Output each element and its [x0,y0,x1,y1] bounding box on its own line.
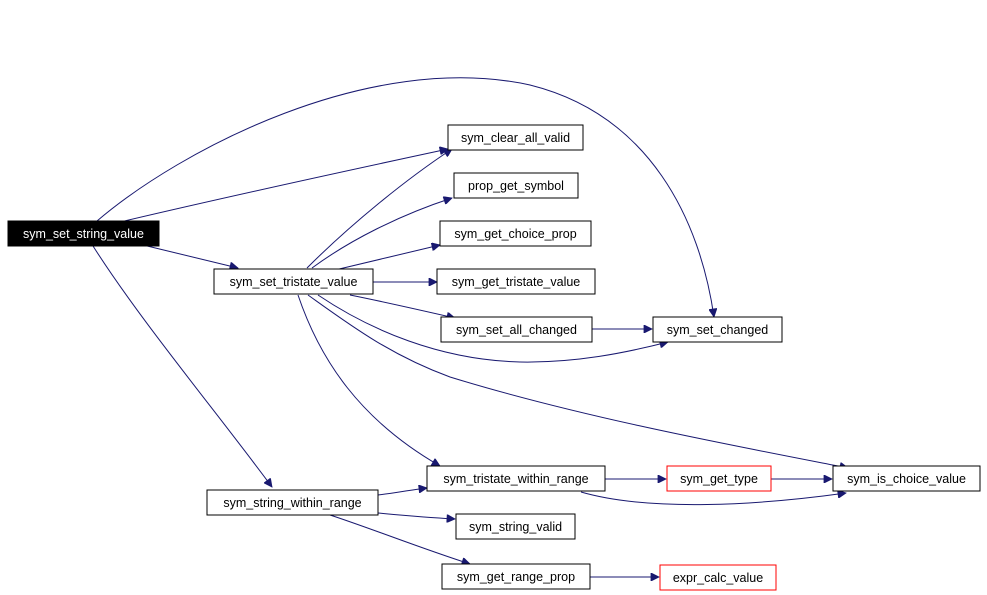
node-sym-set-tristate-value[interactable]: sym_set_tristate_value [213,268,374,295]
node-label: sym_get_type [680,472,758,486]
node-sym-get-range-prop[interactable]: sym_get_range_prop [441,563,591,590]
node-sym-string-within-range[interactable]: sym_string_within_range [206,489,379,516]
node-sym-get-tristate-value[interactable]: sym_get_tristate_value [436,268,596,295]
edge-set-string-to-set-changed [96,77,714,317]
edge-set-string-to-set-tristate [142,244,238,268]
edge-string-within-range-to-string-valid [377,512,455,519]
node-label: sym_clear_all_valid [461,131,570,145]
node-sym-get-type[interactable]: sym_get_type [666,465,772,492]
node-label: prop_get_symbol [468,179,564,193]
edge-string-within-range-to-tristate-within-range [377,488,427,496]
edge-string-within-range-to-get-range-prop [329,514,470,564]
node-prop-get-symbol[interactable]: prop_get_symbol [453,172,579,199]
node-label: sym_string_within_range [223,496,361,510]
node-sym-tristate-within-range[interactable]: sym_tristate_within_range [426,465,606,492]
node-label: sym_string_valid [469,520,562,534]
edge-set-string-to-clear-all-valid [119,149,448,223]
edge-set-tristate-to-set-all-changed [349,294,455,318]
node-sym-clear-all-valid[interactable]: sym_clear_all_valid [447,124,584,151]
node-sym-is-choice-value[interactable]: sym_is_choice_value [832,465,981,492]
node-label: sym_get_tristate_value [452,275,581,289]
edge-set-tristate-to-clear-all-valid [306,149,452,269]
node-label: sym_is_choice_value [847,472,966,486]
edge-set-tristate-to-tristate-within-range [297,294,440,466]
node-label: sym_tristate_within_range [443,472,588,486]
node-label: sym_set_tristate_value [230,275,358,289]
nodes: sym_set_string_value sym_clear_all_valid… [7,124,981,591]
edge-set-tristate-to-set-changed [317,294,668,363]
edge-set-tristate-to-prop-get-symbol [311,198,452,269]
node-label: sym_set_changed [667,323,769,337]
edge-set-string-to-string-within-range [92,245,272,487]
node-expr-calc-value[interactable]: expr_calc_value [659,564,777,591]
edge-tristate-within-range-to-is-choice-value [580,492,846,506]
node-label: sym_get_choice_prop [454,227,576,241]
edge-set-tristate-to-get-choice-prop [334,245,440,271]
node-label: expr_calc_value [673,571,763,585]
edge-set-tristate-to-is-choice-value [307,294,848,468]
edges [92,77,848,577]
node-sym-set-all-changed[interactable]: sym_set_all_changed [440,316,593,343]
node-sym-string-valid[interactable]: sym_string_valid [455,513,576,540]
node-sym-set-string-value[interactable]: sym_set_string_value [7,220,160,247]
node-sym-get-choice-prop[interactable]: sym_get_choice_prop [439,220,592,247]
node-label: sym_set_all_changed [456,323,577,337]
node-label: sym_get_range_prop [457,570,575,584]
node-sym-set-changed[interactable]: sym_set_changed [652,316,783,343]
node-label: sym_set_string_value [23,227,144,241]
